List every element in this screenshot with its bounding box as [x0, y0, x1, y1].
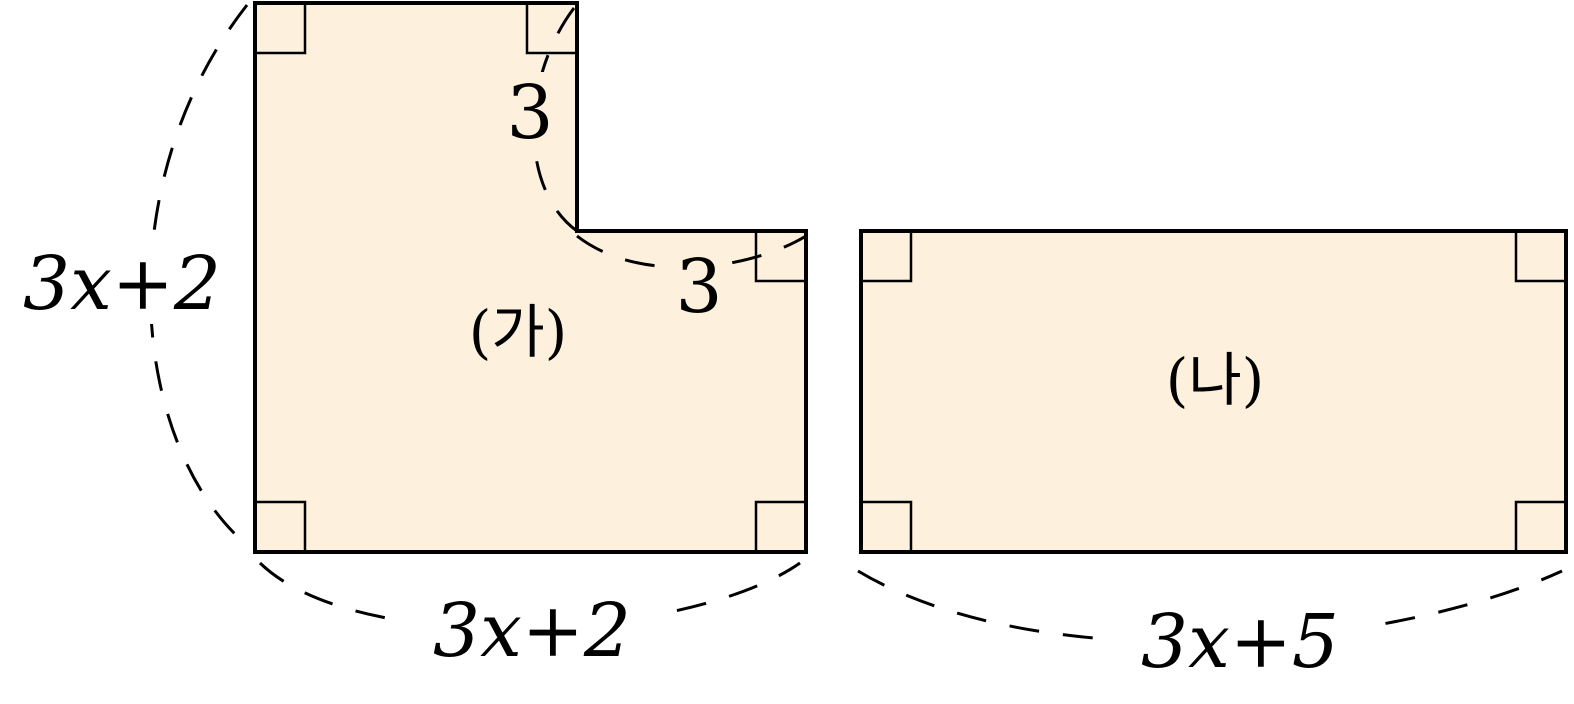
label-a-notch-width: 3 — [675, 244, 722, 330]
dimension-arc-a-height — [148, 4, 249, 537]
shape-a-right-angle-step — [754, 231, 806, 283]
shape-b-right-angle-bottom-left — [861, 500, 913, 552]
shape-a-right-angle-top-left — [255, 3, 307, 55]
label-b-width: 3x+5 — [1141, 599, 1339, 685]
shape-b-right-angle-top-left — [861, 231, 913, 283]
label-plate-a-width — [408, 593, 656, 673]
shape-a — [253, 1, 808, 554]
shape-b — [859, 229, 1568, 554]
label-plate-notch-width — [672, 245, 726, 321]
label-plate-a-height — [4, 240, 242, 324]
shape-a-right-angle-bottom-left — [255, 500, 307, 552]
label-plate-notch-height — [505, 72, 555, 148]
shape-b-right-angle-top-right — [1514, 231, 1566, 283]
shape-a-right-angle-bottom-right — [754, 500, 806, 552]
label-a-height: 3x+2 — [23, 241, 221, 327]
shape-a-name: (가) — [469, 298, 568, 366]
label-plate-b-width — [1113, 598, 1365, 682]
shape-b-right-angle-bottom-right — [1514, 500, 1566, 552]
label-a-notch-height: 3 — [506, 70, 553, 156]
shape-b-name: (나) — [1166, 346, 1265, 414]
label-a-width: 3x+2 — [433, 588, 631, 674]
shape-a-right-angle-top-right — [525, 3, 577, 55]
